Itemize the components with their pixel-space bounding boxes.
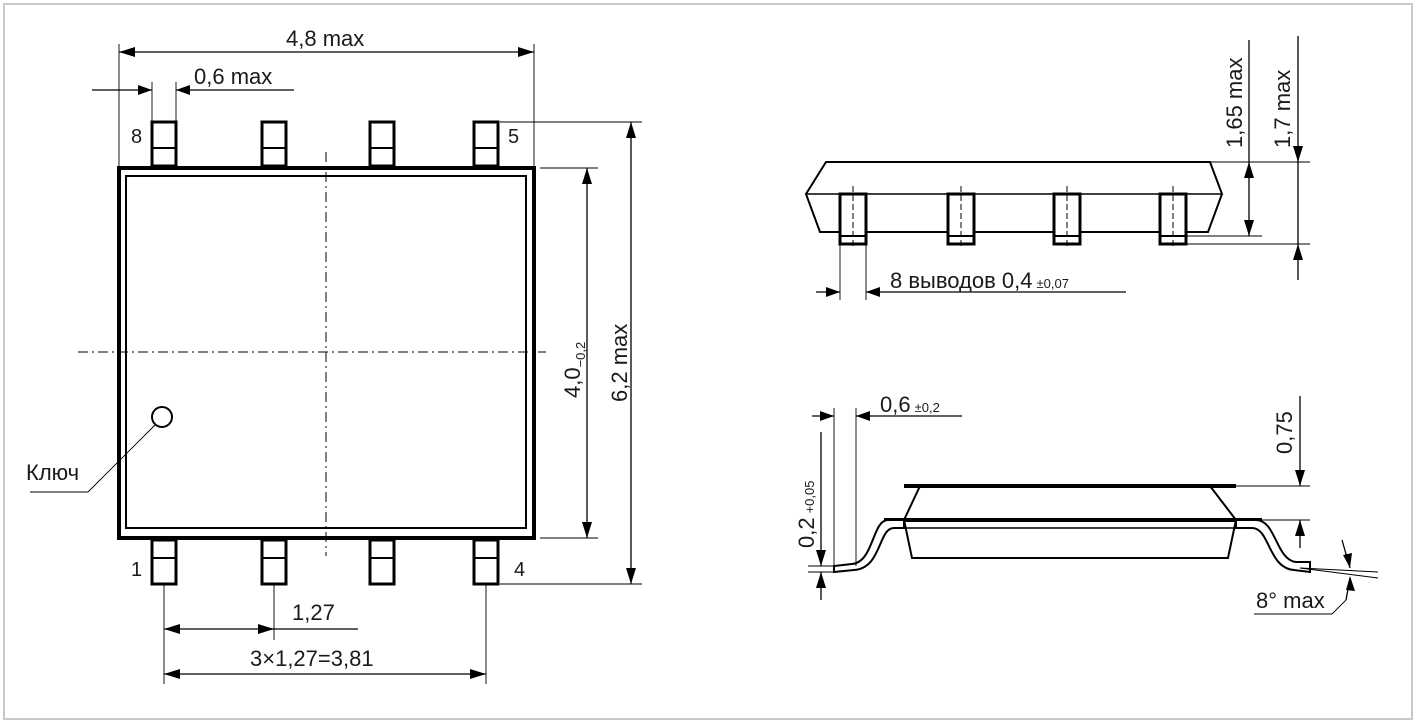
side-view: 1,65 max 1,7 max 8 выводов 0,4 ±0,07 bbox=[804, 36, 1310, 300]
top-view: Ключ 8 5 1 4 4,8 max 0,6 max 4,0−0,2 bbox=[26, 26, 642, 684]
profile-view: 0,6 ±0,2 0,2 +0,05 0,75 8° max bbox=[794, 392, 1379, 615]
pin-number-5: 5 bbox=[508, 126, 519, 148]
lead-thickness-tol: +0,05 bbox=[802, 481, 817, 514]
side-lead-4 bbox=[1158, 186, 1188, 248]
pin-2 bbox=[260, 538, 288, 586]
key-mark bbox=[151, 406, 173, 428]
pin-3 bbox=[368, 538, 396, 586]
body-height-tol: −0,2 bbox=[573, 342, 588, 368]
lead-thickness-main: 0,2 bbox=[794, 517, 819, 548]
side-lead-3 bbox=[1052, 186, 1082, 248]
pins-count-label: 8 выводов 0,4 ±0,07 bbox=[890, 268, 1069, 293]
side-lead-2 bbox=[946, 186, 976, 248]
gull-wing-lead-right bbox=[1235, 519, 1311, 574]
pin-7 bbox=[260, 120, 288, 168]
pin-number-8: 8 bbox=[131, 126, 142, 148]
pins-count-main: 8 выводов 0,4 bbox=[890, 268, 1033, 293]
body-height-main: 4,0 bbox=[560, 367, 585, 398]
key-label: Ключ bbox=[26, 460, 79, 485]
span-label: 3×1,27=3,81 bbox=[250, 646, 374, 671]
pin-number-1: 1 bbox=[131, 559, 142, 581]
lead-length-label: 0,6 ±0,2 bbox=[880, 392, 940, 417]
pin-number-4: 4 bbox=[514, 559, 525, 581]
body-height-label: 4,0−0,2 bbox=[560, 342, 588, 398]
lead-length-main: 0,6 bbox=[880, 392, 911, 417]
standoff-label: 0,75 bbox=[1272, 411, 1297, 454]
pin-6 bbox=[368, 120, 396, 168]
total-height-label: 6,2 max bbox=[607, 324, 632, 402]
lead-thickness-label: 0,2 +0,05 bbox=[794, 481, 819, 549]
angle-label: 8° max bbox=[1256, 588, 1325, 613]
pin-width-label: 0,6 max bbox=[194, 64, 272, 89]
pin-4 bbox=[472, 538, 500, 586]
gull-wing-lead-left bbox=[833, 519, 905, 574]
lead-length-tol: ±0,2 bbox=[915, 400, 940, 415]
pin-1 bbox=[150, 538, 178, 586]
pin-5 bbox=[472, 120, 500, 168]
pins-count-tol: ±0,07 bbox=[1037, 276, 1069, 291]
width-label: 4,8 max bbox=[286, 26, 364, 51]
pin-8 bbox=[150, 120, 178, 168]
height-165-label: 1,65 max bbox=[1222, 58, 1247, 149]
pitch-label: 1,27 bbox=[292, 600, 335, 625]
side-lead-1 bbox=[838, 186, 868, 248]
height-17-label: 1,7 max bbox=[1270, 70, 1295, 148]
